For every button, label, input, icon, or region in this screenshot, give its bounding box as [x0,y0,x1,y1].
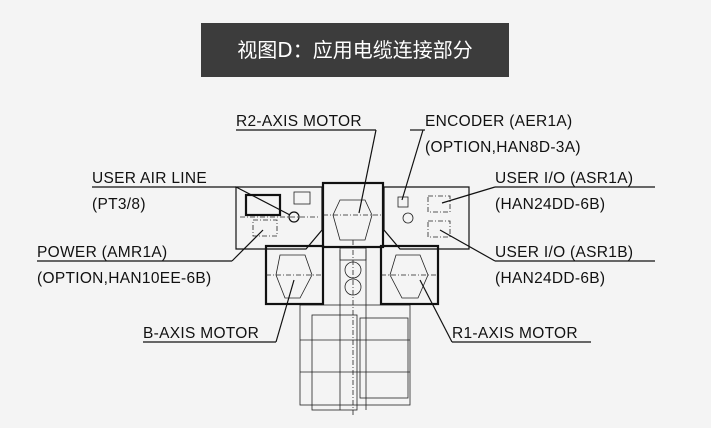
r1-axis-motor-label: R1-AXIS MOTOR [452,325,578,342]
r2-axis-motor-label: R2-AXIS MOTOR [236,113,362,130]
view-title: 视图D：应用电缆连接部分 [201,23,509,77]
lower-structure [299,240,411,415]
right-connector-panel [383,186,470,250]
b-axis-motor-label: B-AXIS MOTOR [143,325,259,342]
encoder-label: ENCODER (AER1A) [425,113,572,130]
power-option-label: (OPTION,HAN10EE-6B) [37,270,212,287]
user-air-line-spec-label: (PT3/8) [92,196,146,213]
user-io-b-spec-label: (HAN24DD-6B) [495,270,605,287]
user-io-a-spec-label: (HAN24DD-6B) [495,196,605,213]
power-label: POWER (AMR1A) [37,244,168,261]
left-connector-panel [235,186,323,250]
user-io-a-label: USER I/O (ASR1A) [495,170,633,187]
leader-lines [37,129,655,343]
r1-axis-motor-drawing [379,244,440,306]
user-air-line-label: USER AIR LINE [92,170,207,187]
b-axis-motor-drawing [264,244,325,306]
encoder-option-label: (OPTION,HAN8D-3A) [425,139,581,156]
r2-axis-motor-drawing [321,181,385,249]
user-io-b-label: USER I/O (ASR1B) [495,244,633,261]
